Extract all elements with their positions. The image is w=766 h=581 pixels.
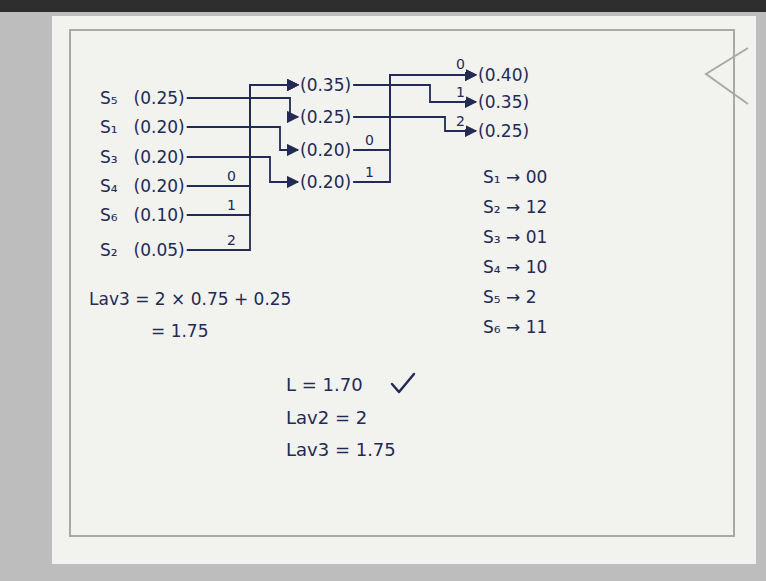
- branch-digit: 2: [455, 113, 466, 129]
- page-fold: [706, 48, 748, 104]
- probability-value: (0.20): [134, 176, 185, 196]
- code-word: S₁ → 00: [482, 168, 548, 188]
- code-word: S₄ → 10: [482, 258, 548, 278]
- branch-digit: 0: [455, 56, 466, 72]
- merge-arrow: [187, 98, 298, 117]
- branch-digit: 0: [226, 168, 237, 184]
- paper-border: [70, 30, 734, 536]
- probability-value: (0.20): [134, 117, 185, 137]
- length-note: = 1.75: [150, 322, 210, 342]
- check-mark: [392, 374, 414, 392]
- probability-value: (0.20): [300, 172, 351, 192]
- merge-arrow: [187, 85, 298, 250]
- length-note: Lav3 = 1.75: [285, 440, 397, 461]
- probability-entry: (0.20): [300, 140, 351, 160]
- probability-value: (0.25): [134, 88, 185, 108]
- merge-arrow: [353, 85, 476, 102]
- probability-value: (0.25): [478, 121, 529, 141]
- probability-entry: (0.20): [300, 172, 351, 192]
- paper-sheet: [52, 16, 756, 564]
- probability-entry: (0.25): [478, 121, 529, 141]
- probability-entry: (0.40): [478, 65, 529, 85]
- merge-arrow: [187, 127, 298, 150]
- branch-digit: 0: [364, 132, 375, 148]
- dark-strip: [0, 0, 766, 12]
- symbol-name: S₄: [100, 176, 118, 196]
- probability-value: (0.10): [134, 205, 185, 225]
- probability-value: (0.35): [478, 92, 529, 112]
- probability-entry: (0.35): [478, 92, 529, 112]
- symbol-name: S₃: [100, 147, 118, 167]
- code-word: S₅ → 2: [482, 288, 537, 308]
- probability-entry: S₅ (0.25): [100, 88, 185, 108]
- merge-arrow: [187, 85, 298, 186]
- symbol-name: S₁: [100, 117, 118, 137]
- merge-arrow: [353, 75, 476, 150]
- branch-digit: 1: [226, 197, 237, 213]
- branch-digit: 1: [455, 84, 466, 100]
- branch-digit: 1: [364, 164, 375, 180]
- length-note: Lav3 = 2 × 0.75 + 0.25: [88, 290, 292, 310]
- merge-arrow: [187, 85, 298, 215]
- symbol-name: S₅: [100, 88, 118, 108]
- branch-digit: 2: [226, 232, 237, 248]
- symbol-name: S₂: [100, 240, 118, 260]
- probability-value: (0.20): [134, 147, 185, 167]
- probability-entry: S₃ (0.20): [100, 147, 185, 167]
- probability-entry: (0.35): [300, 75, 351, 95]
- probability-entry: (0.25): [300, 107, 351, 127]
- probability-value: (0.20): [300, 140, 351, 160]
- merge-arrow: [187, 157, 298, 182]
- code-word: S₂ → 12: [482, 198, 548, 218]
- length-note: L = 1.70: [285, 375, 364, 396]
- probability-entry: S₁ (0.20): [100, 117, 185, 137]
- probability-entry: S₆ (0.10): [100, 205, 185, 225]
- symbol-name: S₆: [100, 205, 118, 225]
- probability-value: (0.40): [478, 65, 529, 85]
- code-word: S₆ → 11: [482, 318, 548, 338]
- probability-value: (0.05): [134, 240, 185, 260]
- probability-value: (0.35): [300, 75, 351, 95]
- probability-entry: S₂ (0.05): [100, 240, 185, 260]
- length-note: Lav2 = 2: [285, 408, 368, 429]
- merge-arrow: [353, 75, 476, 182]
- code-word: S₃ → 01: [482, 228, 548, 248]
- probability-entry: S₄ (0.20): [100, 176, 185, 196]
- probability-value: (0.25): [300, 107, 351, 127]
